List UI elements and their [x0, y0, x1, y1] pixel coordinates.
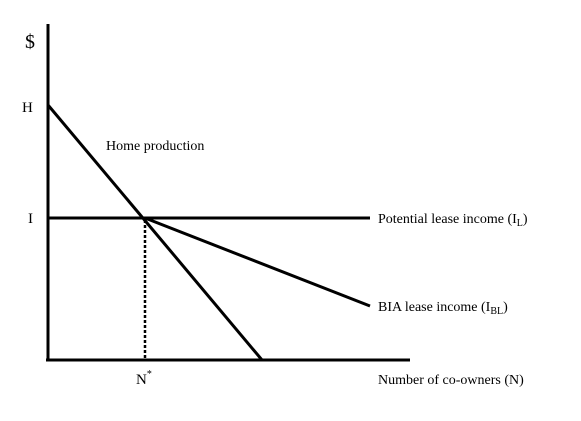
potential-lease-text: Potential lease income (I — [378, 212, 517, 227]
x-tick-n-star: N* — [136, 369, 152, 388]
home-production-label: Home production — [106, 139, 204, 154]
x-axis-label: Number of co-owners (N) — [378, 373, 524, 388]
x-tick-n: N — [136, 372, 147, 388]
y-tick-i: I — [28, 211, 33, 227]
potential-lease-close: ) — [523, 212, 528, 227]
bia-lease-income-label: BIA lease income (IBL) — [378, 300, 508, 317]
potential-lease-income-label: Potential lease income (IL) — [378, 212, 528, 229]
y-tick-h: H — [22, 100, 33, 116]
x-tick-n-sup: * — [147, 369, 152, 380]
home-production-line — [46, 104, 264, 361]
potential-lease-sub: L — [517, 218, 523, 229]
bia-lease-sub: BL — [490, 306, 503, 317]
bia-lease-close: ) — [503, 300, 508, 315]
bia-lease-income-line — [144, 216, 371, 308]
bia-lease-text: BIA lease income (I — [378, 300, 491, 315]
y-axis-label: $ — [25, 31, 35, 53]
